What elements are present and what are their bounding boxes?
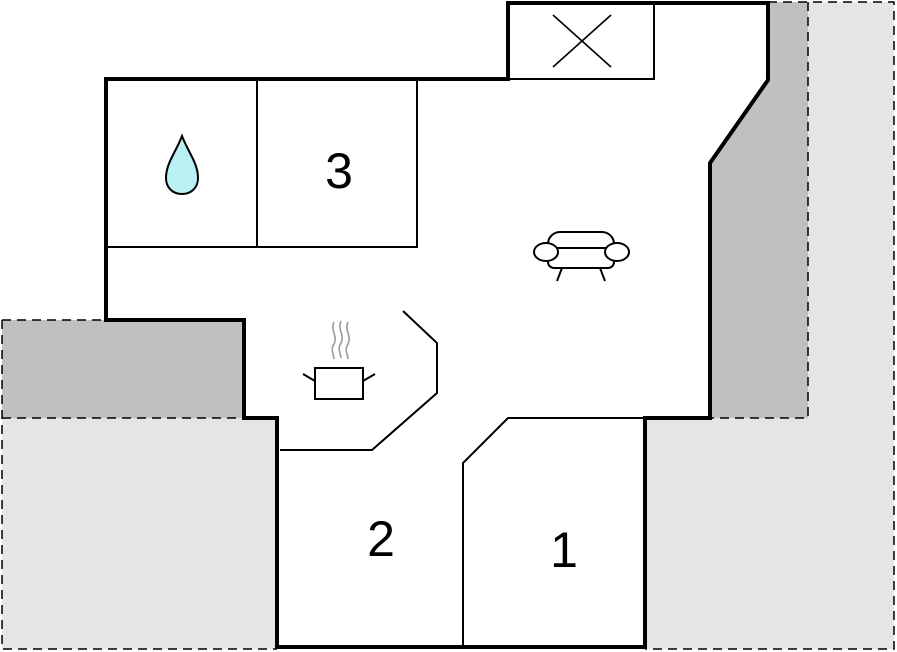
terrace-right bbox=[645, 1, 895, 650]
interior-walls bbox=[105, 2, 655, 647]
room-label-2: 2 bbox=[367, 511, 395, 567]
terrace-left bbox=[1, 319, 277, 650]
water-drop-icon bbox=[164, 133, 200, 196]
room-label-1: 1 bbox=[550, 522, 578, 578]
cooking-pot-icon bbox=[302, 320, 376, 400]
sofa-icon bbox=[533, 231, 630, 282]
x-cross-icon bbox=[552, 14, 612, 68]
room-label-3: 3 bbox=[325, 143, 353, 199]
